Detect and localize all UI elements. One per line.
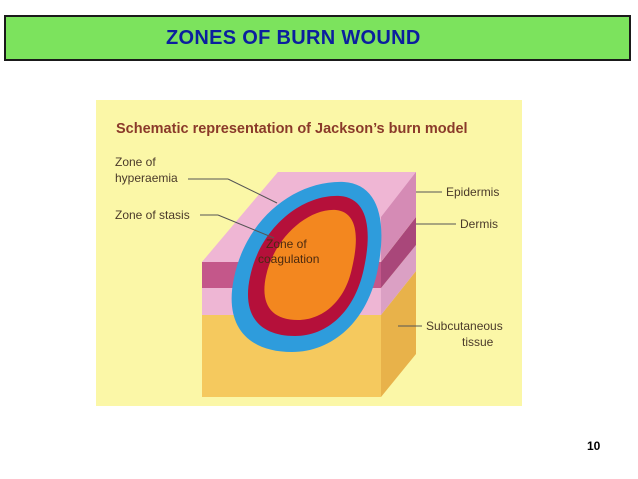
- burn-model-figure: Schematic representation of Jackson’s bu…: [96, 100, 522, 406]
- label-hyperaemia-line2: hyperaemia: [115, 171, 178, 185]
- label-stasis: Zone of stasis: [115, 208, 190, 222]
- subcutaneous-side: [381, 271, 416, 397]
- label-hyperaemia-line1: Zone of: [115, 155, 156, 169]
- label-subcutaneous-line2: tissue: [462, 335, 494, 349]
- label-coagulation-line1: Zone of: [266, 237, 307, 251]
- label-coagulation-line2: coagulation: [258, 252, 319, 266]
- epidermis-side: [381, 217, 416, 288]
- burn-model-diagram: Schematic representation of Jackson’s bu…: [115, 121, 503, 397]
- leader-stasis-b: [217, 214, 275, 239]
- label-subcutaneous-line1: Subcutaneous: [426, 319, 503, 333]
- top-face-edge: [381, 172, 416, 262]
- label-epidermis: Epidermis: [446, 185, 499, 199]
- slide-title: ZONES OF BURN WOUND: [166, 27, 421, 49]
- page-number: 10: [587, 439, 601, 453]
- label-dermis: Dermis: [460, 217, 498, 231]
- title-bar: ZONES OF BURN WOUND: [4, 15, 631, 61]
- burn-zones: [231, 181, 382, 352]
- figure-heading: Schematic representation of Jackson’s bu…: [116, 121, 468, 137]
- leader-hyperaemia-b: [227, 178, 278, 204]
- dermis-side: [381, 245, 416, 315]
- zone-of-coagulation: [264, 209, 356, 320]
